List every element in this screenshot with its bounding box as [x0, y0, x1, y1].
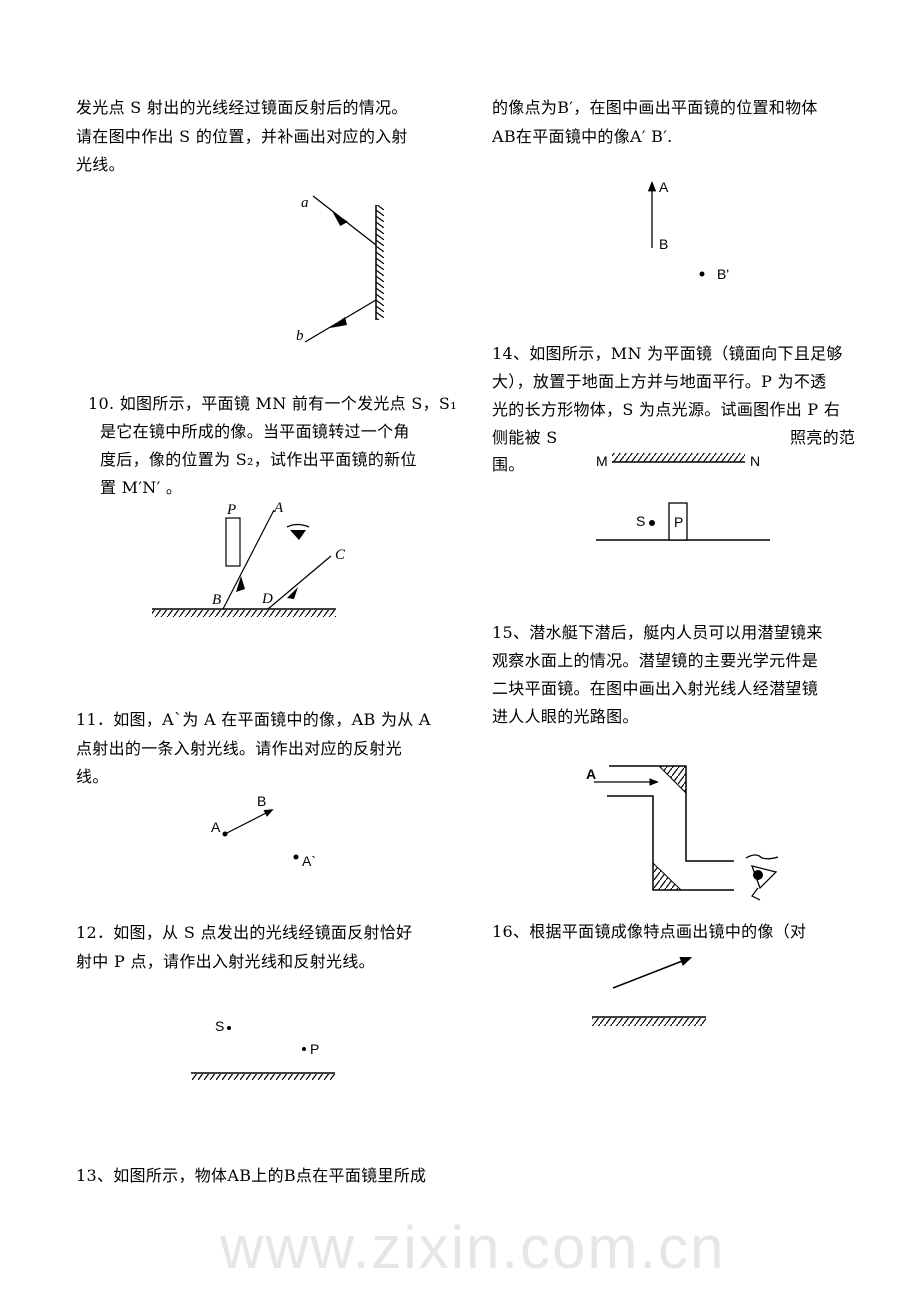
q13-cont-line: AB在平面镜中的像A′ B′.	[492, 127, 673, 146]
label-A: A	[586, 766, 596, 782]
watermark: www.zixin.com.cn	[220, 1214, 726, 1281]
q12-line: 12．如图，从 S 点发出的光线经镜面反射恰好	[76, 923, 413, 942]
object-P	[225, 517, 241, 567]
q10-line: 度后，像的位置为 S₂，试作出平面镜的新位	[100, 450, 417, 469]
q9-line: 光线。	[76, 155, 125, 174]
q10-line: 10. 如图所示，平面镜 MN 前有一个发光点 S，S₁	[88, 394, 457, 413]
label-D: D	[261, 591, 273, 607]
q9-line: 请在图中作出 S 的位置，并补画出对应的入射	[76, 127, 408, 146]
q11-line: 11．如图，A`为 A 在平面镜中的像，AB 为从 A	[76, 710, 431, 729]
eye-icon	[286, 523, 310, 540]
light-source-S	[649, 520, 655, 526]
q12-figure: S P	[191, 1018, 335, 1080]
arrow-icon	[332, 212, 349, 226]
label-B: B	[257, 793, 266, 809]
label-A: A	[659, 179, 669, 195]
q10-line: 是它在镜中所成的像。当平面镜转过一个角	[100, 422, 410, 441]
label-P: P	[674, 514, 683, 530]
object-arrow	[612, 957, 693, 989]
q10-figure: P A B C D	[152, 500, 346, 617]
label-A: A	[273, 500, 284, 516]
q15-line: 进人人眼的光路图。	[492, 707, 639, 726]
q11-line: 线。	[76, 767, 109, 786]
q9-figure: a b	[296, 195, 384, 344]
label-A-image: A`	[302, 853, 316, 869]
label-P: P	[310, 1041, 319, 1057]
q16-figure	[592, 957, 706, 1026]
q11-figure: A B A`	[211, 793, 316, 869]
label-M: M	[596, 453, 608, 469]
q14-line: 照亮的范	[790, 428, 856, 447]
label-C: C	[335, 547, 346, 563]
q15-line: 观察水面上的情况。潜望镜的主要光学元件是	[492, 651, 819, 670]
label-S: S	[636, 513, 645, 529]
q14-figure: M N S P	[596, 453, 770, 541]
label-B: B	[659, 236, 668, 252]
q16-line: 16、根据平面镜成像特点画出镜中的像（对	[492, 922, 807, 941]
label-b: b	[296, 328, 304, 344]
q14-line: 14、如图所示，MN 为平面镜（镜面向下且足够	[492, 344, 843, 363]
mirror-hatch	[376, 205, 384, 320]
q13-line: 13、如图所示，物体AB上的B点在平面镜里所成	[76, 1166, 427, 1185]
q14-line: 围。	[492, 455, 525, 474]
q14-line: 光的长方形物体，S 为点光源。试画图作出 P 右	[492, 400, 841, 419]
mirror-MN	[612, 453, 745, 462]
q12-line: 射中 P 点，请作出入射光线和反射光线。	[76, 952, 375, 971]
q13-figure: A B B'	[647, 179, 729, 282]
label-A: A	[211, 819, 221, 835]
q10-line: 置 M′N′ 。	[100, 478, 183, 497]
q15-line: 15、潜水艇下潜后，艇内人员可以用潜望镜来	[492, 623, 823, 642]
arrow-icon	[236, 576, 245, 592]
eye-icon	[745, 854, 779, 901]
label-P: P	[226, 502, 236, 518]
arrow-icon	[330, 317, 347, 328]
q11-line: 点射出的一条入射光线。请作出对应的反射光	[76, 739, 403, 758]
object-P	[668, 502, 688, 541]
label-N: N	[750, 453, 760, 469]
label-a: a	[301, 195, 309, 211]
label-S: S	[215, 1018, 224, 1034]
label-B: B	[212, 592, 221, 608]
label-B-image: B'	[717, 266, 729, 282]
q15-line: 二块平面镜。在图中画出入射光线人经潜望镜	[492, 679, 819, 698]
q14-line: 侧能被 S	[492, 428, 558, 447]
q14-line: 大），放置于地面上方并与地面平行。P 为不透	[492, 372, 827, 391]
q9-line: 发光点 S 射出的光线经过镜面反射后的情况。	[76, 98, 408, 117]
arrow-icon	[287, 587, 298, 599]
q15-figure	[594, 765, 779, 901]
q13-cont-line: 的像点为B′，在图中画出平面镜的位置和物体	[492, 98, 818, 117]
